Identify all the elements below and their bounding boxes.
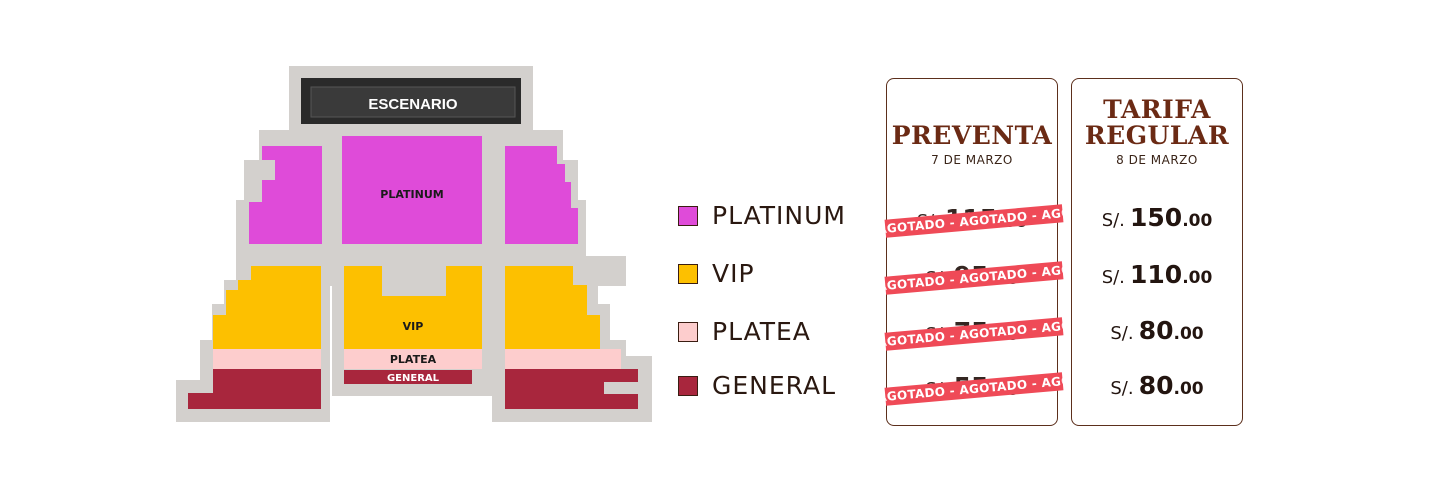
preventa-title: PREVENTA (891, 121, 1053, 150)
regular-title-line1: TARIFA (1103, 95, 1211, 124)
amount: 80 (1138, 371, 1174, 400)
legend-label-vip: VIP (712, 259, 755, 288)
legend-label-general: GENERAL (712, 371, 837, 400)
regular-date: 8 DE MARZO (1116, 153, 1198, 167)
decimals: .00 (1182, 211, 1213, 231)
regular-price-vip: S/. 110.00 (1072, 260, 1242, 290)
regular-price-general: S/. 80.00 (1072, 371, 1242, 401)
regular-price-card: TARIFA REGULAR 8 DE MARZO S/. 150.00 S/.… (1071, 78, 1243, 426)
regular-title-line2: REGULAR (1084, 121, 1230, 150)
seating-map: ESCENARIO PLATINUM VIP PLATEA GENERAL (176, 66, 652, 422)
swatch-general (678, 376, 698, 396)
legend-label-platea: PLATEA (712, 317, 811, 346)
amount: 80 (1138, 316, 1174, 345)
legend-label-platinum: PLATINUM (712, 201, 846, 230)
legend-item-platinum: PLATINUM (678, 201, 846, 231)
stage-label: ESCENARIO (368, 96, 458, 113)
preventa-date: 7 DE MARZO (931, 153, 1013, 167)
zone-platinum (249, 136, 578, 244)
swatch-vip (678, 264, 698, 284)
zone-label-general: GENERAL (387, 373, 440, 384)
currency: S/. (1110, 378, 1134, 399)
stage: ESCENARIO (301, 78, 521, 124)
swatch-platea (678, 322, 698, 342)
zone-label-platinum: PLATINUM (380, 188, 443, 201)
amount: 110 (1130, 260, 1183, 289)
zone-vip (213, 266, 600, 349)
legend-item-platea: PLATEA (678, 317, 811, 347)
currency: S/. (1101, 267, 1125, 288)
regular-price-platea: S/. 80.00 (1072, 316, 1242, 346)
currency: S/. (1101, 210, 1125, 231)
legend-item-vip: VIP (678, 259, 755, 289)
currency: S/. (1110, 323, 1134, 344)
swatch-platinum (678, 206, 698, 226)
amount: 150 (1130, 203, 1183, 232)
legend-item-general: GENERAL (678, 371, 836, 401)
decimals: .00 (1173, 379, 1204, 399)
preventa-price-card: PREVENTA 7 DE MARZO S/. 115.00 AGOTADO -… (884, 78, 1064, 426)
decimals: .00 (1182, 268, 1213, 288)
zone-general (188, 369, 638, 409)
zone-label-platea: PLATEA (390, 353, 437, 366)
zone-label-vip: VIP (403, 320, 424, 333)
regular-price-platinum: S/. 150.00 (1072, 203, 1242, 233)
decimals: .00 (1173, 324, 1204, 344)
zone-platea (213, 349, 621, 369)
